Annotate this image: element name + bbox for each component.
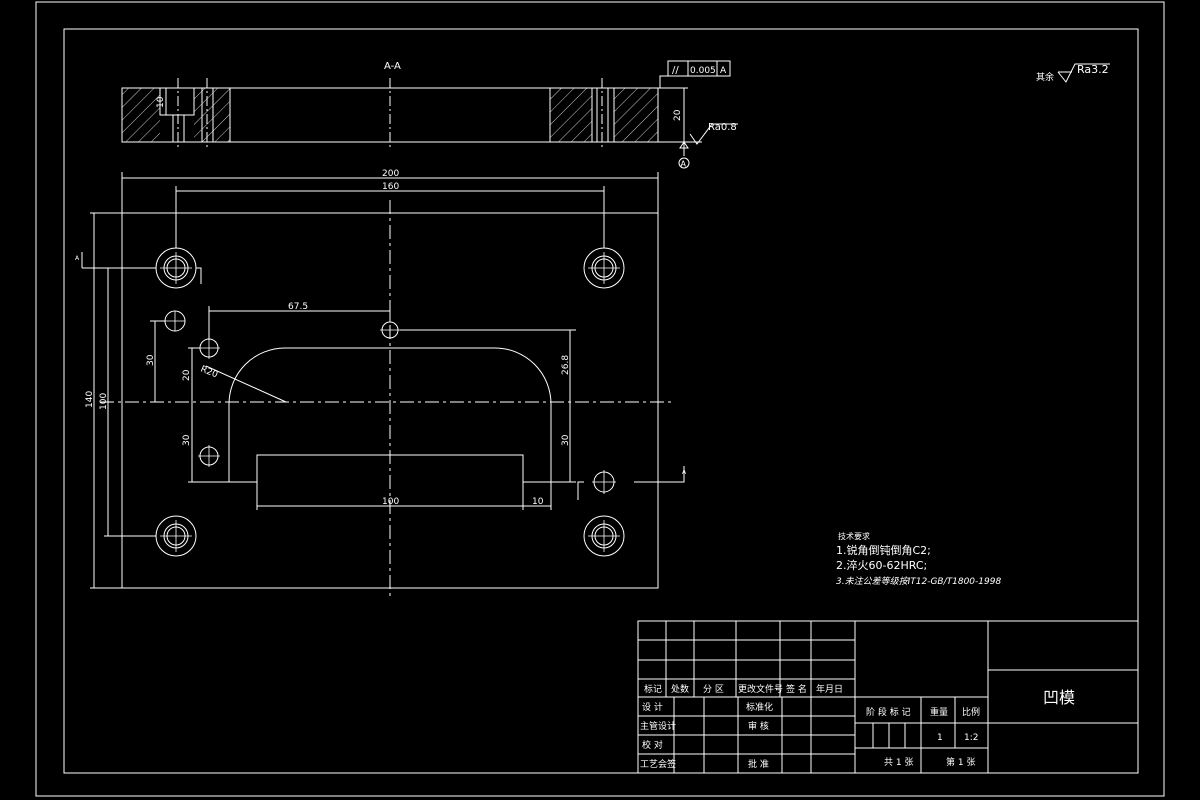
tolerance-datum: A: [720, 66, 727, 76]
notes-title: 技术要求: [838, 531, 870, 541]
dim-100-horizontal: 100: [382, 497, 399, 507]
tb-quantity: 1: [937, 733, 943, 743]
dim-140: 140: [85, 391, 95, 408]
tb-role-process: 工艺会签: [640, 758, 676, 770]
dim-200: 200: [382, 169, 399, 179]
surface-finish-top: Ra0.8: [708, 122, 737, 133]
dim-30-lower: 30: [182, 434, 192, 446]
tb-role-review: 审 核: [748, 720, 769, 732]
note-line-1: 1.锐角倒钝倒角C2;: [836, 543, 931, 557]
tb-role-check: 校 对: [642, 739, 663, 751]
tolerance-symbol: //: [672, 65, 679, 76]
tb-sheets-total: 共 1 张: [884, 757, 913, 768]
section-mark-left: A: [75, 255, 80, 262]
section-label: A-A: [384, 61, 401, 72]
tb-header-sign: 签 名: [786, 683, 807, 695]
tolerance-value: 0.005: [690, 66, 716, 76]
title-block: 标记 处数 分 区 更改文件号 签 名 年月日 设 计 主管设计 校 对 工艺会…: [637, 620, 1139, 774]
die-opening: [228, 347, 552, 483]
dim-10: 10: [532, 497, 544, 507]
tb-role-standard: 标准化: [746, 701, 773, 713]
tb-weight-label: 重量: [930, 706, 948, 718]
dim-160: 160: [382, 182, 399, 192]
tb-header-date: 年月日: [816, 683, 843, 695]
inner-border: [63, 28, 1139, 774]
surface-finish-prefix: 其余: [1036, 71, 1054, 83]
tb-scale-label: 比例: [962, 706, 980, 718]
tb-header-doc: 更改文件号: [738, 683, 783, 695]
tb-stage-label: 阶 段 标 记: [866, 706, 911, 718]
section-view: A-A 10 20 // 0.005: [121, 60, 738, 169]
tb-role-chief: 主管设计: [640, 720, 676, 732]
dim-r20: R20: [199, 365, 219, 381]
note-line-2: 2.淬火60-62HRC;: [836, 558, 927, 572]
dim-26-8: 26.8: [561, 355, 571, 375]
tb-scale: 1:2: [964, 733, 978, 743]
general-surface-finish: 其余 Ra3.2: [1036, 63, 1110, 83]
tb-header-count: 处数: [671, 683, 689, 695]
datum-circle-label: A: [681, 160, 687, 169]
part-name: 凹模: [1043, 688, 1075, 707]
surface-finish-general: Ra3.2: [1077, 63, 1109, 76]
dim-20: 20: [182, 369, 192, 381]
dim-30-right: 30: [561, 434, 571, 446]
dim-counterbore-depth: 10: [156, 96, 166, 108]
plan-view: A A 200 160 67.5 26.8 30 140 100: [75, 169, 687, 598]
dim-30-left: 30: [146, 354, 156, 366]
dim-100-vertical: 100: [99, 393, 109, 410]
dim-67-5: 67.5: [288, 302, 308, 312]
tb-header-mark: 标记: [644, 683, 662, 695]
technical-notes: 技术要求 1.锐角倒钝倒角C2; 2.淬火60-62HRC; 3.未注公差等级按…: [836, 531, 1001, 587]
section-mark-right: A: [682, 469, 687, 476]
note-line-3: 3.未注公差等级按IT12-GB/T1800-1998: [836, 576, 1001, 587]
outer-border: [35, 1, 1165, 797]
tb-role-approve: 批 准: [748, 758, 769, 770]
tb-sheet-no: 第 1 张: [946, 756, 975, 768]
tb-header-zone: 分 区: [703, 684, 724, 695]
dim-thickness: 20: [673, 109, 683, 121]
tb-role-design: 设 计: [642, 701, 663, 713]
